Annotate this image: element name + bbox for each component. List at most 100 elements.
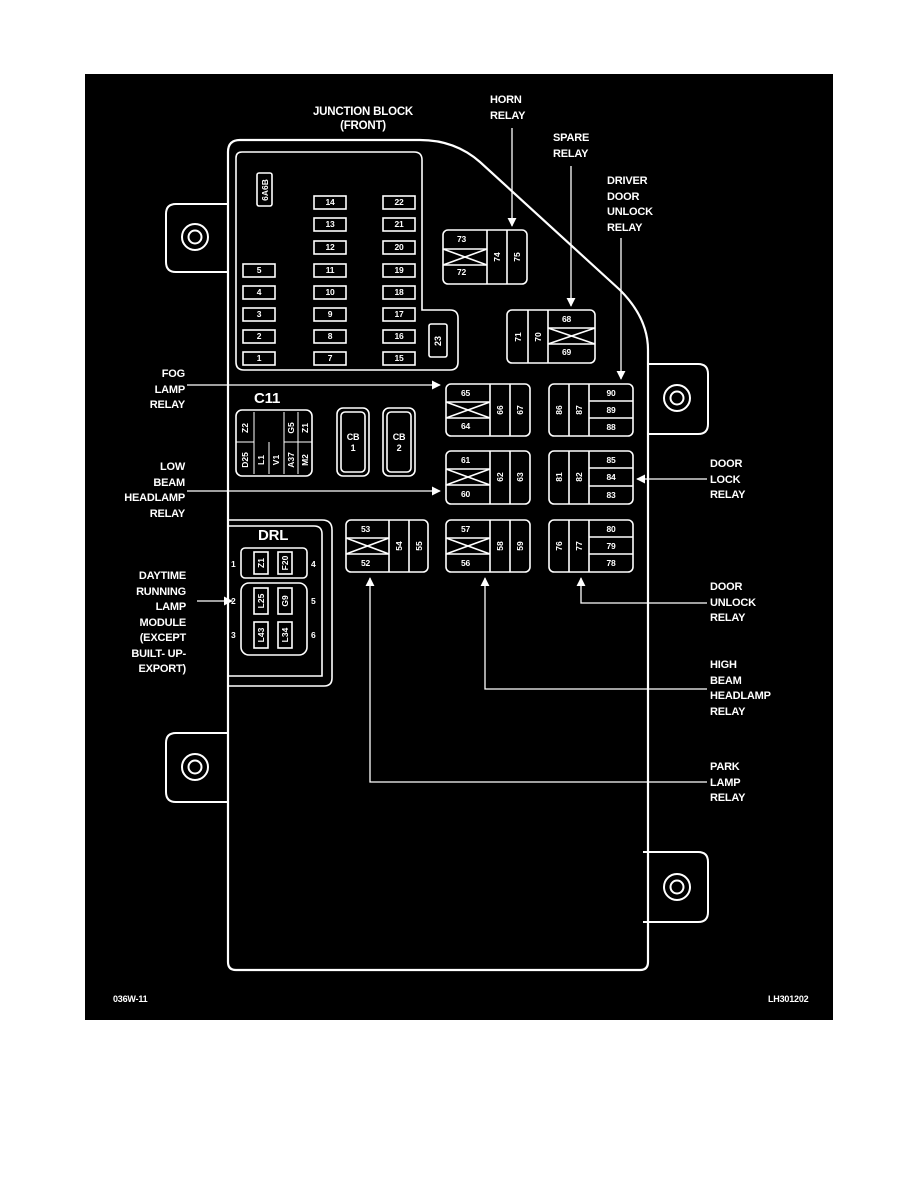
fuse-panel-outline bbox=[235, 151, 459, 371]
fuse-21: 21 bbox=[394, 219, 404, 229]
spare-relay-label: SPARE RELAY bbox=[553, 132, 590, 160]
c11-pin-l1: L1 bbox=[256, 455, 266, 465]
drl-pin-l34: L34 bbox=[280, 627, 290, 642]
horn-relay-label: HORN RELAY bbox=[490, 94, 526, 122]
fuse-20: 20 bbox=[394, 242, 404, 252]
drl-pin-num-1: 1 bbox=[231, 559, 236, 569]
drl-pin-num-3: 3 bbox=[231, 630, 236, 640]
relay-horn-pin-72: 72 bbox=[457, 267, 467, 277]
relay-door-unlock bbox=[548, 519, 634, 573]
fuse-16: 16 bbox=[394, 331, 404, 341]
drl-module-outline bbox=[228, 519, 333, 687]
fuse-8: 8 bbox=[327, 331, 333, 341]
relay-door-lock-pin-83: 83 bbox=[606, 490, 616, 500]
relay-high-beam-pin-58: 58 bbox=[495, 541, 505, 551]
relay-door-unlock-pin-77: 77 bbox=[574, 541, 584, 551]
c11-pin-g5: G5 bbox=[286, 422, 296, 434]
relay-low-beam-pin-61: 61 bbox=[461, 455, 471, 465]
fuse-18: 18 bbox=[394, 287, 404, 297]
fuse-14: 14 bbox=[325, 197, 335, 207]
fuse-17: 17 bbox=[394, 309, 404, 319]
cb1-label: CB 1 bbox=[346, 432, 360, 453]
relay-door-lock-pin-82: 82 bbox=[574, 472, 584, 482]
fuse-12: 12 bbox=[325, 242, 335, 252]
relay-fog-pin-66: 66 bbox=[495, 405, 505, 415]
fuse-label-23: 23 bbox=[433, 336, 443, 346]
c11-connector bbox=[235, 409, 313, 477]
driver-door-unlock-relay-label: DRIVER DOOR UNLOCK RELAY bbox=[607, 175, 653, 234]
relay-high-beam-pin-57: 57 bbox=[461, 524, 471, 534]
drl-pin-z1: Z1 bbox=[256, 558, 266, 568]
fuse-13: 13 bbox=[325, 219, 335, 229]
door-lock-relay-label: DOOR LOCK RELAY bbox=[710, 458, 746, 501]
relay-spare-pin-70: 70 bbox=[533, 332, 543, 342]
relay-fog-pin-65: 65 bbox=[461, 388, 471, 398]
drl-pin-g9: G9 bbox=[280, 595, 290, 607]
fuse-19: 19 bbox=[394, 265, 404, 275]
relay-park-pin-55: 55 bbox=[414, 541, 424, 551]
drl-label: DRL bbox=[258, 527, 289, 544]
relay-high-beam-pin-56: 56 bbox=[461, 558, 471, 568]
relay-spare-pin-69: 69 bbox=[562, 347, 572, 357]
relay-ddu-pin-89: 89 bbox=[606, 405, 616, 415]
relay-low-beam-pin-63: 63 bbox=[515, 472, 525, 482]
mounting-holes bbox=[181, 223, 691, 901]
relay-ddu-pin-88: 88 bbox=[606, 422, 616, 432]
relay-door-lock-pin-81: 81 bbox=[554, 472, 564, 482]
fuse-label-6a6b: 6A6B bbox=[260, 179, 270, 201]
fuse-2: 2 bbox=[256, 331, 262, 341]
fuse-1: 1 bbox=[256, 353, 262, 363]
relay-horn-pin-74: 74 bbox=[492, 252, 502, 262]
relay-horn bbox=[442, 229, 528, 285]
drl-pin-f20: F20 bbox=[280, 555, 290, 570]
leader-arrows bbox=[187, 128, 707, 783]
relay-spare-pin-71: 71 bbox=[513, 332, 523, 342]
drl-pin-l25: L25 bbox=[256, 593, 266, 608]
c11-cavities bbox=[236, 412, 312, 474]
park-lamp-relay-label: PARK LAMP RELAY bbox=[710, 761, 746, 804]
relay-door-unlock-pin-79: 79 bbox=[606, 541, 616, 551]
relay-ddu-pin-87: 87 bbox=[574, 405, 584, 415]
relay-door-unlock-pin-78: 78 bbox=[606, 558, 616, 568]
fuse-10: 10 bbox=[325, 287, 335, 297]
relay-high-beam-pin-59: 59 bbox=[515, 541, 525, 551]
c11-pin-m2: M2 bbox=[300, 454, 310, 466]
relay-door-lock-pin-85: 85 bbox=[606, 455, 616, 465]
drl-pin-num-4: 4 bbox=[311, 559, 316, 569]
cb2-label: CB 2 bbox=[392, 432, 406, 453]
relay-spare-pin-68: 68 bbox=[562, 314, 572, 324]
fuse-3: 3 bbox=[256, 309, 262, 319]
mounting-tabs bbox=[165, 203, 709, 923]
relay-fog bbox=[445, 383, 531, 437]
fog-lamp-relay-label: FOG LAMP RELAY bbox=[149, 368, 185, 411]
relay-park-pin-53: 53 bbox=[361, 524, 371, 534]
relay-park bbox=[345, 519, 429, 573]
fuse-9: 9 bbox=[327, 309, 333, 319]
drl-pin-num-6: 6 bbox=[311, 630, 316, 640]
relay-horn-pin-75: 75 bbox=[512, 252, 522, 262]
c11-pin-z2: Z2 bbox=[240, 423, 250, 433]
c11-pin-v1: V1 bbox=[271, 455, 281, 466]
drl-pin-l43: L43 bbox=[256, 627, 266, 642]
relay-fog-pin-67: 67 bbox=[515, 405, 525, 415]
relay-park-pin-52: 52 bbox=[361, 558, 371, 568]
figure-id: 036W-11 bbox=[113, 994, 148, 1004]
relay-ddu-pin-90: 90 bbox=[606, 388, 616, 398]
fuse-5: 5 bbox=[256, 265, 262, 275]
relay-spare bbox=[506, 309, 596, 364]
circuit-breakers bbox=[336, 407, 416, 477]
relay-horn-pin-73: 73 bbox=[457, 234, 467, 244]
relay-door-lock bbox=[548, 450, 634, 505]
fuse-11: 11 bbox=[325, 265, 335, 275]
rotated-pin-labels: 6A6B 23 Z2 G5 Z1 D25 L1 V1 A37 M2 Z1 F20… bbox=[240, 179, 584, 642]
drl-inner-outline bbox=[228, 525, 323, 677]
junction-block-title: JUNCTION BLOCK (FRONT) bbox=[312, 106, 414, 132]
drl-module-label: DAYTIME RUNNING LAMP MODULE (EXCEPT BUIL… bbox=[131, 570, 186, 675]
relay-low-beam-pin-60: 60 bbox=[461, 489, 471, 499]
c11-pin-d25: D25 bbox=[240, 452, 250, 468]
fuse-22: 22 bbox=[394, 197, 404, 207]
relay-ddu-pin-86: 86 bbox=[554, 405, 564, 415]
high-beam-headlamp-relay-label: HIGH BEAM HEADLAMP RELAY bbox=[710, 659, 771, 718]
relay-door-lock-pin-84: 84 bbox=[606, 472, 616, 482]
